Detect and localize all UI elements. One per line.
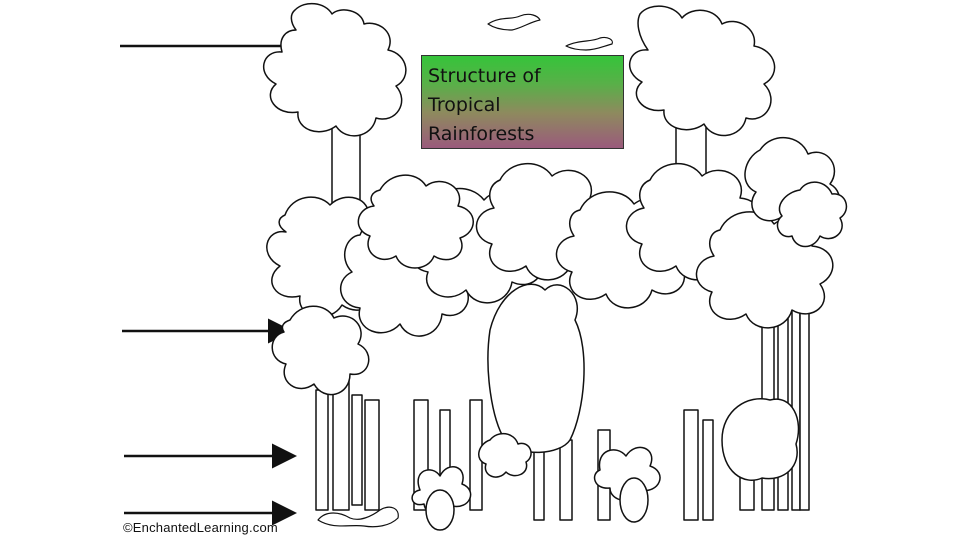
forest-floor-animal <box>317 506 399 528</box>
understory-plants <box>411 283 800 531</box>
title-line-3: Rainforests <box>428 123 535 145</box>
birds <box>487 13 613 51</box>
copyright-credit: ©EnchantedLearning.com <box>123 520 278 535</box>
canopy-foliage <box>266 136 848 396</box>
title-line-2: Tropical <box>428 94 501 116</box>
emergent-crowns <box>262 2 776 137</box>
diagram-title-box: Structure of Tropical Rainforests <box>421 55 624 149</box>
title-line-1: Structure of <box>428 65 541 87</box>
